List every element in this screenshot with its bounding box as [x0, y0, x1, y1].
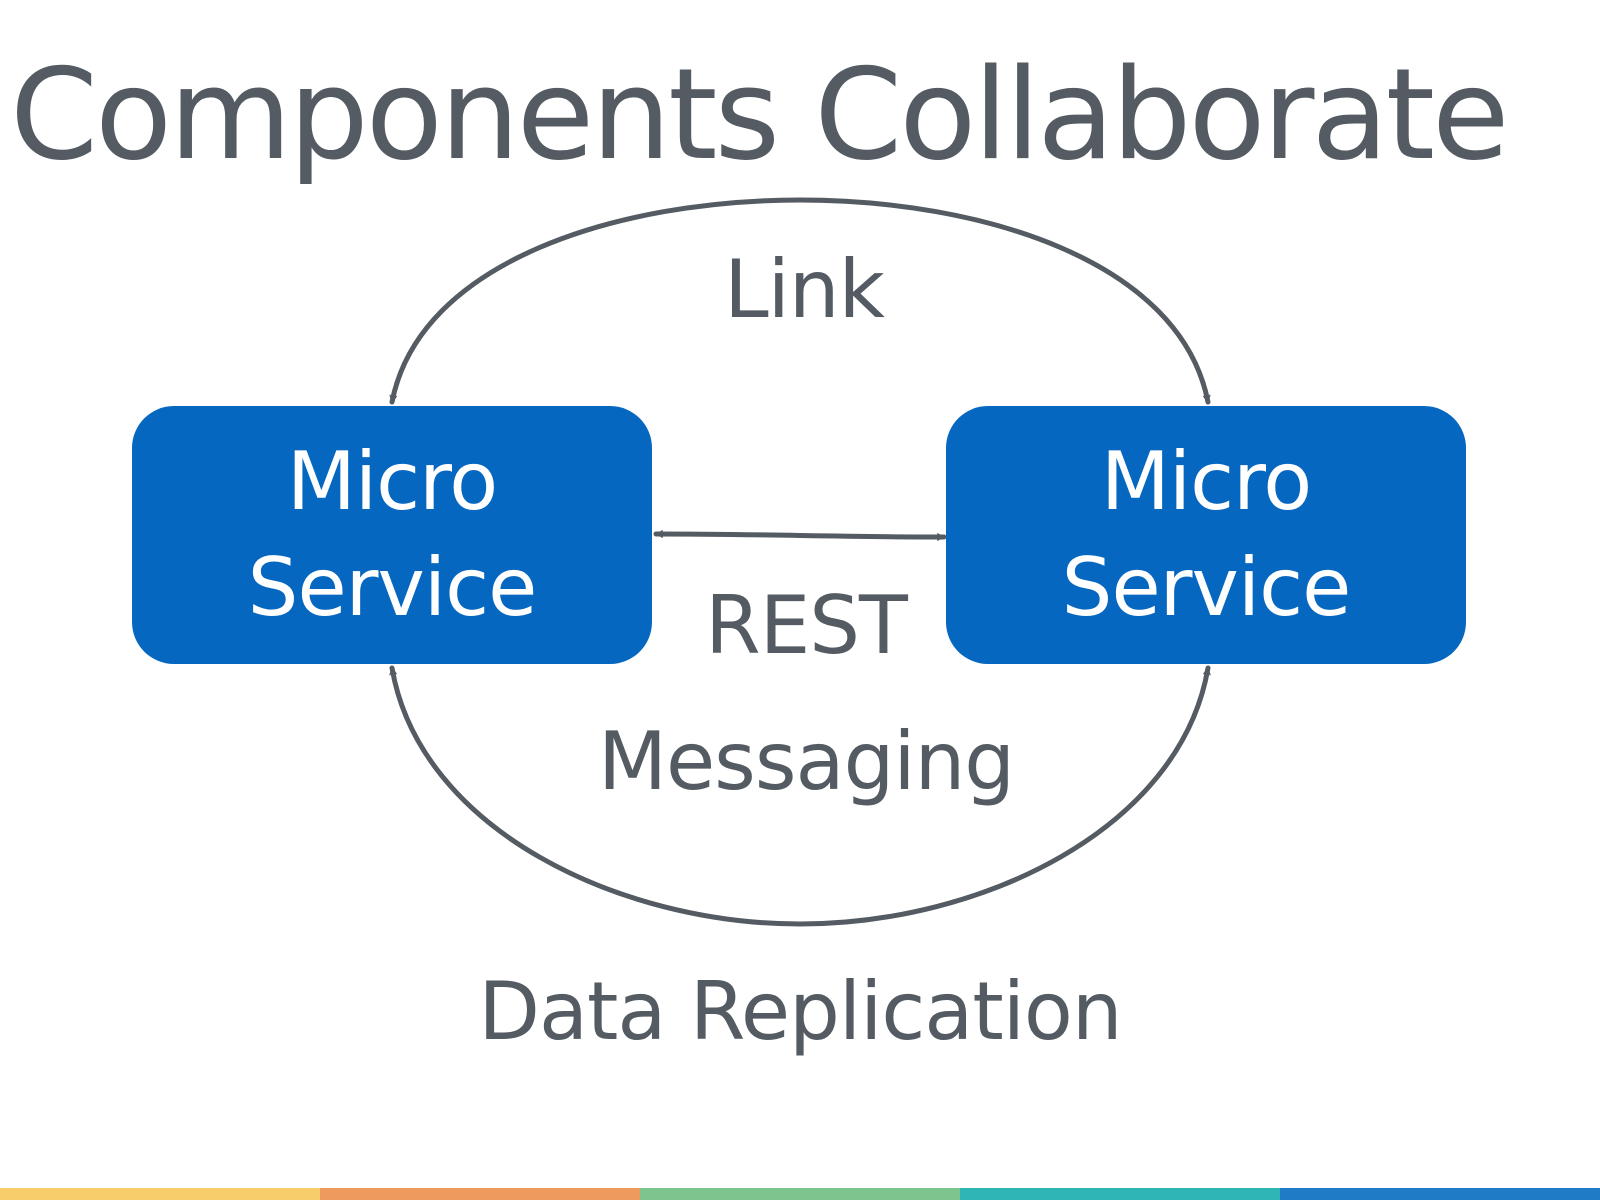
micro-service-label-right: Micro Service [1061, 435, 1352, 634]
data-replication-label: Data Replication [478, 965, 1122, 1058]
stripe-segment [640, 1188, 960, 1200]
stripe-segment [0, 1188, 320, 1200]
rest-label: REST [705, 579, 908, 672]
micro-service-box-right[interactable]: Micro Service [946, 406, 1466, 664]
stripe-segment [320, 1188, 640, 1200]
link-label: Link [724, 243, 885, 336]
slide-title: Components Collaborate [10, 41, 1510, 188]
micro-service-label-left: Micro Service [247, 435, 538, 634]
footer-color-stripe [0, 1188, 1600, 1200]
messaging-arc [389, 665, 1211, 927]
stripe-segment [960, 1188, 1280, 1200]
messaging-label: Messaging [597, 715, 1015, 808]
rest-arrow [653, 530, 947, 541]
micro-service-box-left[interactable]: Micro Service [132, 406, 652, 664]
stripe-segment [1280, 1188, 1600, 1200]
link-arc [389, 197, 1211, 405]
